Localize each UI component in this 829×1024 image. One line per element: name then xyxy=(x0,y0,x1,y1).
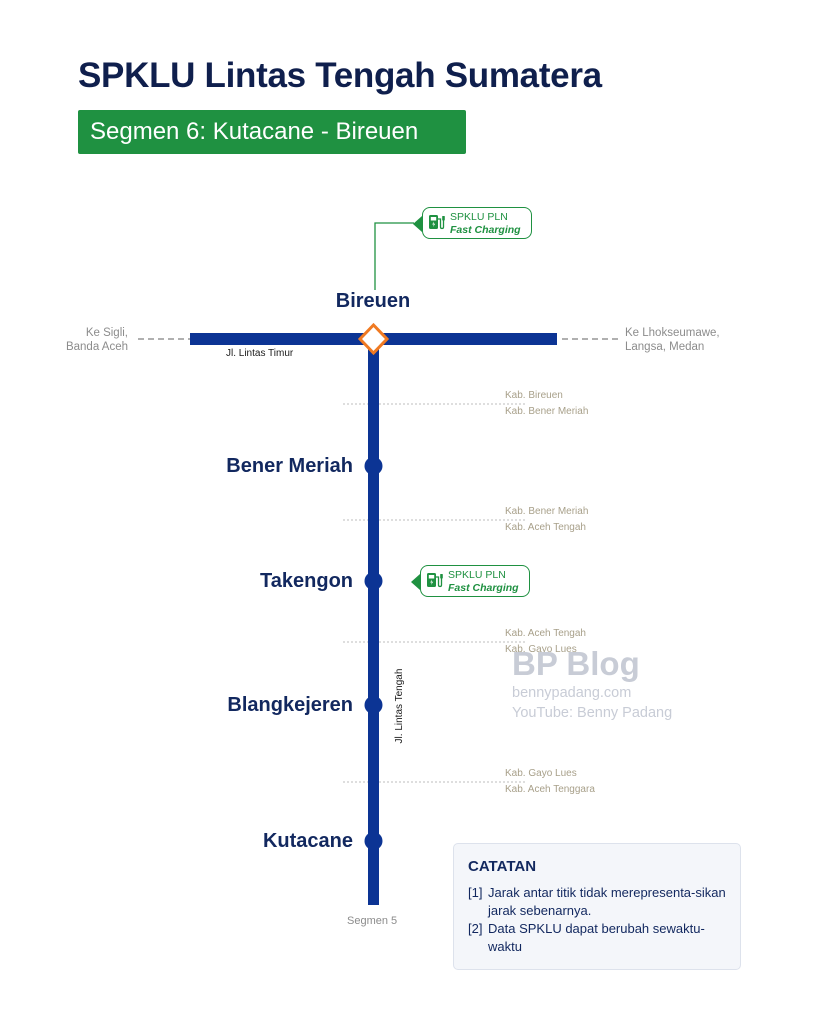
station-label: Kutacane xyxy=(262,830,353,852)
station-dot-blangkejeren xyxy=(364,696,383,714)
west-destination-line: Banda Aceh xyxy=(65,341,128,353)
continuation-label: Segmen 5 xyxy=(347,915,398,927)
charger-callout-takengon: SPKLU PLN Fast Charging xyxy=(411,565,530,597)
station-label: Takengon xyxy=(260,570,353,592)
page-title: SPKLU Lintas Tengah Sumatera xyxy=(78,56,602,95)
note-text: Data SPKLU dapat berubah sewaktu-waktu xyxy=(488,921,705,954)
boundary-lower: Kab. Aceh Tenggara xyxy=(505,784,595,795)
charger-callout-bireuen: SPKLU PLN Fast Charging xyxy=(413,207,532,239)
boundary-label: Kab. Aceh Tengah Kab. Gayo Lues xyxy=(505,626,586,658)
ev-charger-icon xyxy=(429,215,445,230)
note-item: [2] Data SPKLU dapat berubah sewaktu-wakt… xyxy=(468,920,730,956)
ev-charger-icon xyxy=(427,573,443,588)
station-label: Bener Meriah xyxy=(226,455,353,477)
boundary-upper: Kab. Bener Meriah xyxy=(505,506,589,517)
charger-title: SPKLU PLN xyxy=(448,569,506,581)
watermark-youtube: YouTube: Benny Padang xyxy=(512,705,673,721)
junction-label: Bireuen xyxy=(335,290,411,312)
boundary-upper: Kab. Bireuen xyxy=(505,390,563,401)
boundary-lower: Kab. Aceh Tengah xyxy=(505,522,586,533)
boundary-label: Kab. Gayo Lues Kab. Aceh Tenggara xyxy=(505,766,595,798)
diamond-junction-icon xyxy=(357,322,390,356)
road-label-lintas-tengah: Jl. Lintas Tengah xyxy=(394,668,405,744)
west-destination-line: Ke Sigli, xyxy=(85,327,128,339)
note-item: [1] Jarak antar titik tidak merepresenta-… xyxy=(468,884,730,920)
boundary-label: Kab. Bener Meriah Kab. Aceh Tengah xyxy=(505,504,588,536)
note-text: Jarak antar titik tidak merepresenta-sik… xyxy=(488,885,726,918)
watermark-name: BP Blog xyxy=(512,645,640,682)
charger-subtitle: Fast Charging xyxy=(448,582,519,594)
station-dot-takengon xyxy=(364,572,383,590)
segment-badge: Segmen 6: Kutacane - Bireuen xyxy=(78,110,466,154)
watermark-site: bennypadang.com xyxy=(512,685,632,701)
notes-title: CATATAN xyxy=(468,858,537,875)
station-dot-kutacane xyxy=(364,832,383,850)
main-road xyxy=(368,339,379,905)
road-label-lintas-timur: Jl. Lintas Timur xyxy=(226,348,294,359)
charger-title: SPKLU PLN xyxy=(450,211,508,223)
east-destination: Ke Lhokseumawe, Langsa, Medan xyxy=(625,326,720,354)
station-dot-bener-meriah xyxy=(364,457,383,475)
note-number: [1] xyxy=(468,885,483,900)
boundary-lower: Kab. Bener Meriah xyxy=(505,406,589,417)
boundary-upper: Kab. Gayo Lues xyxy=(505,768,577,779)
charger-connector-line xyxy=(374,222,414,290)
boundary-lower: Kab. Gayo Lues xyxy=(505,644,577,655)
boundary-upper: Kab. Aceh Tengah xyxy=(505,628,586,639)
boundary-label: Kab. Bireuen Kab. Bener Meriah xyxy=(505,388,588,420)
station-label: Blangkejeren xyxy=(227,694,353,716)
west-destination: Ke Sigli, Banda Aceh xyxy=(62,326,128,354)
east-destination-line: Ke Lhokseumawe, xyxy=(625,327,720,339)
note-number: [2] xyxy=(468,921,483,936)
watermark: BP Blog bennypadang.com YouTube: Benny P… xyxy=(512,645,672,723)
charger-subtitle: Fast Charging xyxy=(450,224,521,236)
east-destination-line: Langsa, Medan xyxy=(625,341,705,353)
notes-box: CATATAN [1] Jarak antar titik tidak merep… xyxy=(453,843,741,970)
